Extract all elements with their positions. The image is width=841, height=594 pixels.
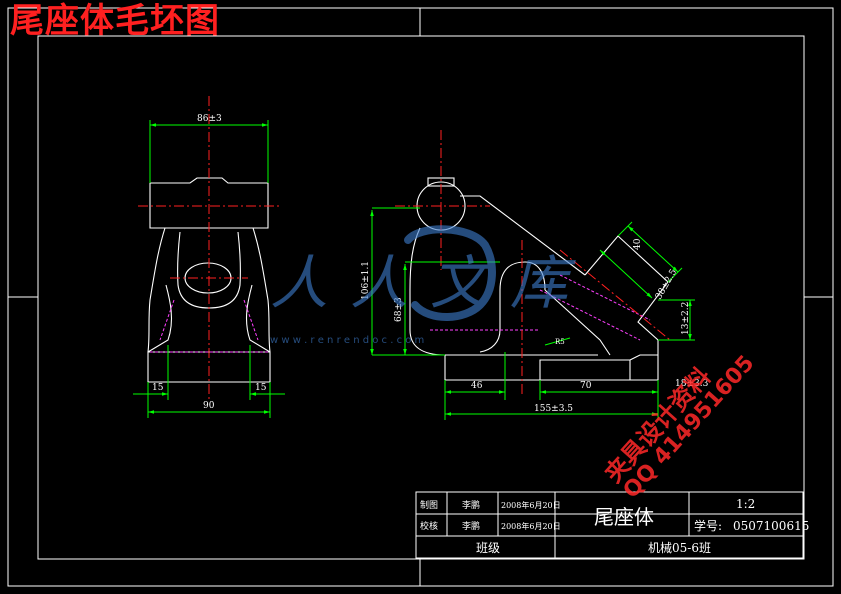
side-view-centerlines xyxy=(395,130,671,395)
front-view-hidden xyxy=(150,299,268,353)
tb-row1-role: 制图 xyxy=(420,499,438,511)
dim-front-base-width: 90 xyxy=(203,401,215,411)
tb-row1-name: 李鹏 xyxy=(462,499,480,511)
watermark-logo: 人人文库 w w w . r e n r e n d o c . c o m xyxy=(270,225,590,346)
dim-side-height-mid: 68±3 xyxy=(394,297,404,322)
dim-side-right-width: 18±3.3 xyxy=(675,379,709,389)
dim-side-hole-radius: R5 xyxy=(555,338,565,346)
tb-row2-name: 李鹏 xyxy=(462,520,480,532)
tb-row2-role: 校核 xyxy=(420,520,438,532)
title-block: 制图 李鹏 2008年6月20日 校核 李鹏 2008年6月20日 尾座体 1:… xyxy=(415,491,809,559)
dim-side-right-height: 13±2.2 xyxy=(681,302,691,335)
dim-side-height-total: 106±1.1 xyxy=(361,261,371,300)
tb-student-id: 0507100615 xyxy=(733,519,809,533)
tb-row2-date: 2008年6月20日 xyxy=(501,521,561,531)
dim-side-slot-width: 46 xyxy=(471,381,483,391)
tb-student-id-label: 学号: xyxy=(694,518,722,533)
front-view-centerlines xyxy=(138,96,282,400)
front-view-dim-labels: 86±3 15 15 90 xyxy=(152,114,267,411)
front-view-dimensions xyxy=(133,120,285,418)
dim-front-top-width: 86±3 xyxy=(197,114,222,124)
watermark-brand-text: 人人文库 xyxy=(270,249,590,317)
tb-scale: 1:2 xyxy=(736,497,755,511)
tb-part-name: 尾座体 xyxy=(594,505,654,529)
side-view: 106±1.1 68±3 46 70 155±3.5 40 38±2.5 13±… xyxy=(361,130,709,420)
dim-front-left-small: 15 xyxy=(152,383,164,393)
drawing-title: 尾座体毛坯图 xyxy=(10,1,220,41)
sheet-border xyxy=(7,7,834,587)
tb-class-value: 机械05-6班 xyxy=(648,540,711,555)
front-view: 86±3 15 15 90 xyxy=(133,96,285,418)
watermark-url-text: w w w . r e n r e n d o c . c o m xyxy=(270,335,424,346)
dim-side-base-right: 70 xyxy=(580,381,592,391)
tb-class-label: 班级 xyxy=(476,541,500,555)
tb-row1-date: 2008年6月20日 xyxy=(501,500,561,510)
side-view-outline xyxy=(409,177,669,381)
dim-side-base-total: 155±3.5 xyxy=(534,404,573,414)
dim-front-right-small: 15 xyxy=(255,383,267,393)
side-view-dimensions xyxy=(370,207,695,420)
dim-side-angle-width: 40 xyxy=(633,238,643,250)
